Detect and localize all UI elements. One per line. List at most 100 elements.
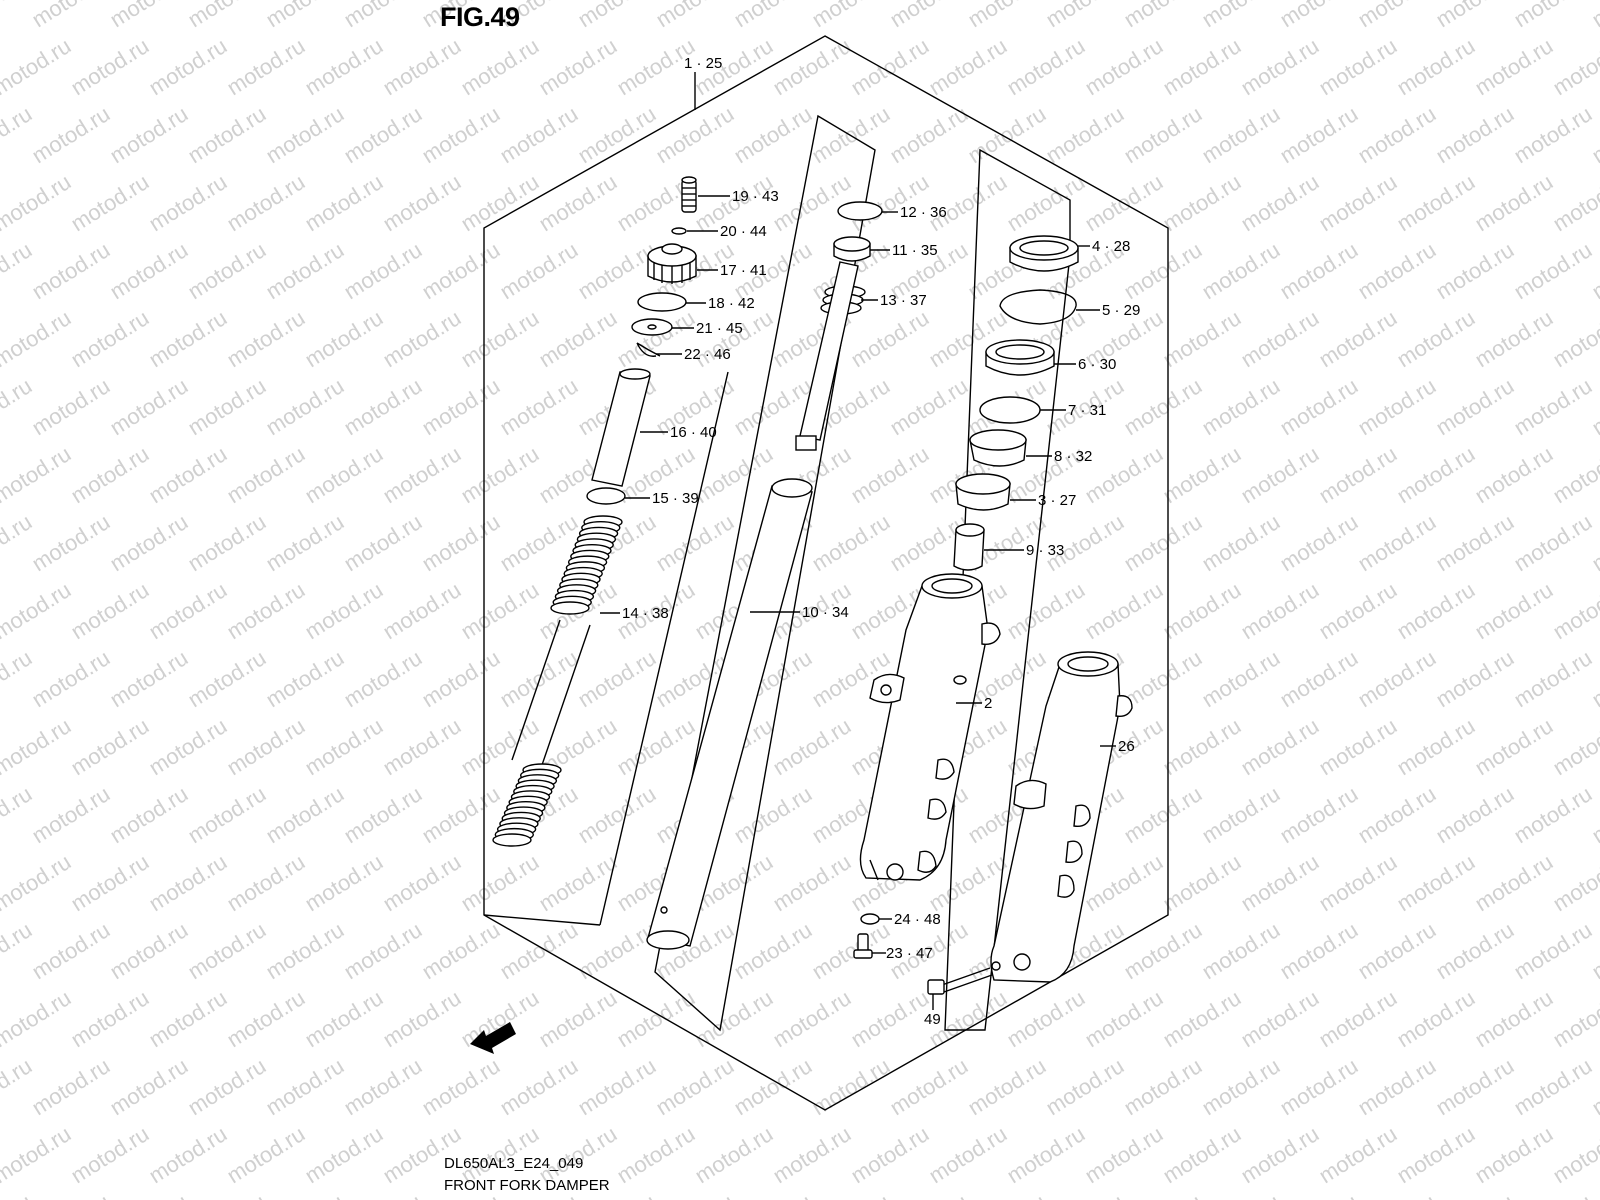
callout-22: 22 · 46 [684,346,731,363]
watermark-text: motod.ru [1236,33,1323,100]
watermark-text: motod.ru [1158,985,1245,1052]
watermark-text: motod.ru [105,237,192,304]
callout-14: 14 · 38 [622,605,669,622]
watermark-text: motod.ru [0,849,75,916]
watermark-text: motod.ru [0,169,75,236]
watermark-text: motod.ru [339,101,426,168]
watermark-text: motod.ru [807,0,894,32]
watermark-text: motod.ru [261,1053,348,1120]
callout-49: 49 [924,1011,941,1028]
watermark-text: motod.ru [1197,101,1284,168]
watermark-text: motod.ru [261,373,348,440]
watermark-text: motod.ru [1080,441,1167,508]
watermark-text: motod.ru [1002,1121,1089,1188]
watermark-text: motod.ru [1197,0,1284,32]
watermark-text: motod.ru [846,1121,933,1188]
watermark-text: motod.ru [105,1053,192,1120]
watermark-text: motod.ru [261,237,348,304]
watermark-text: motod.ru [1314,441,1401,508]
watermark-text: motod.ru [1509,509,1596,576]
watermark-text: motod.ru [612,713,699,780]
watermark-text: motod.ru [27,237,114,304]
callout-5: 5 · 29 [1102,302,1140,319]
callout-leaders [600,195,1116,1010]
watermark-text: motod.ru [1353,237,1440,304]
watermark-text: motod.ru [1353,1053,1440,1120]
watermark-text: motod.ru [1470,849,1557,916]
watermark-text: motod.ru [1197,373,1284,440]
watermark-text: motod.ru [27,101,114,168]
watermark-text: motod.ru [807,917,894,984]
watermark-text: motod.ru [144,1121,231,1188]
watermark-text: motod.ru [1314,33,1401,100]
watermark-text: motod.ru [105,645,192,712]
watermark-text: motod.ru [339,509,426,576]
watermark-text: motod.ru [1080,849,1167,916]
watermark-text: motod.ru [417,509,504,576]
watermark-text: motod.ru [885,373,972,440]
watermark-text: motod.ru [1392,985,1479,1052]
watermark-text: motod.ru [1119,781,1206,848]
watermark-text: motod.ru [1080,33,1167,100]
figure-name: FRONT FORK DAMPER [444,1177,610,1194]
watermark-text: motod.ru [1587,0,1600,32]
watermark-text: motod.ru [651,101,738,168]
watermark-text: motod.ru [846,985,933,1052]
watermark-text: motod.ru [1119,509,1206,576]
part-20-o-ring [671,227,687,235]
watermark-text: motod.ru [378,985,465,1052]
watermark-text: motod.ru [417,373,504,440]
watermark-text: motod.ru [27,781,114,848]
watermark-text: motod.ru [1119,1053,1206,1120]
watermark-text: motod.ru [456,305,543,372]
watermark-text: motod.ru [1158,1121,1245,1188]
watermark-text: motod.ru [1431,509,1518,576]
watermark-text: motod.ru [0,917,36,984]
watermark-text: motod.ru [729,917,816,984]
watermark-text: motod.ru [1275,1189,1362,1200]
watermark-text: motod.ru [1314,849,1401,916]
watermark-text: motod.ru [27,509,114,576]
part-21-washer [631,318,673,336]
watermark-text: motod.ru [1548,577,1600,644]
watermark-text: motod.ru [144,849,231,916]
callout-16: 16 · 40 [670,424,717,441]
watermark-text: motod.ru [651,0,738,32]
spring-coil [492,833,532,847]
watermark-text: motod.ru [339,1189,426,1200]
watermark-text: motod.ru [261,0,348,32]
watermark-text: motod.ru [66,577,153,644]
callout-2: 2 [984,695,992,712]
watermark-text: motod.ru [300,169,387,236]
watermark-text: motod.ru [1275,373,1362,440]
part-18-o-ring [637,292,687,312]
watermark-text: motod.ru [1197,509,1284,576]
watermark-text: motod.ru [183,237,270,304]
watermark-text: motod.ru [729,0,816,32]
watermark-text: motod.ru [1158,305,1245,372]
part-49-bolt [927,967,993,995]
watermark-text: motod.ru [495,237,582,304]
watermark-text: motod.ru [768,985,855,1052]
watermark-text: motod.ru [885,1053,972,1120]
callout-6: 6 · 30 [1078,356,1116,373]
watermark-text: motod.ru [300,1121,387,1188]
watermark-text: motod.ru [1119,101,1206,168]
watermark-text: motod.ru [339,645,426,712]
callout-11: 11 · 35 [892,242,938,259]
watermark-text: motod.ru [1431,373,1518,440]
watermark-text: motod.ru [1197,645,1284,712]
part-9-oil-lock-piece [953,523,985,571]
watermark-text: motod.ru [846,305,933,372]
watermark-text: motod.ru [495,645,582,712]
watermark-text: motod.ru [300,33,387,100]
watermark-text: motod.ru [1275,0,1362,32]
watermark-text: motod.ru [183,0,270,32]
watermark-text: motod.ru [1275,237,1362,304]
watermark-text: motod.ru [1002,33,1089,100]
watermark-text: motod.ru [1236,577,1323,644]
watermark-text: motod.ru [1548,169,1600,236]
watermark-text: motod.ru [729,781,816,848]
watermark-text: motod.ru [339,0,426,32]
watermark-text: motod.ru [0,713,75,780]
